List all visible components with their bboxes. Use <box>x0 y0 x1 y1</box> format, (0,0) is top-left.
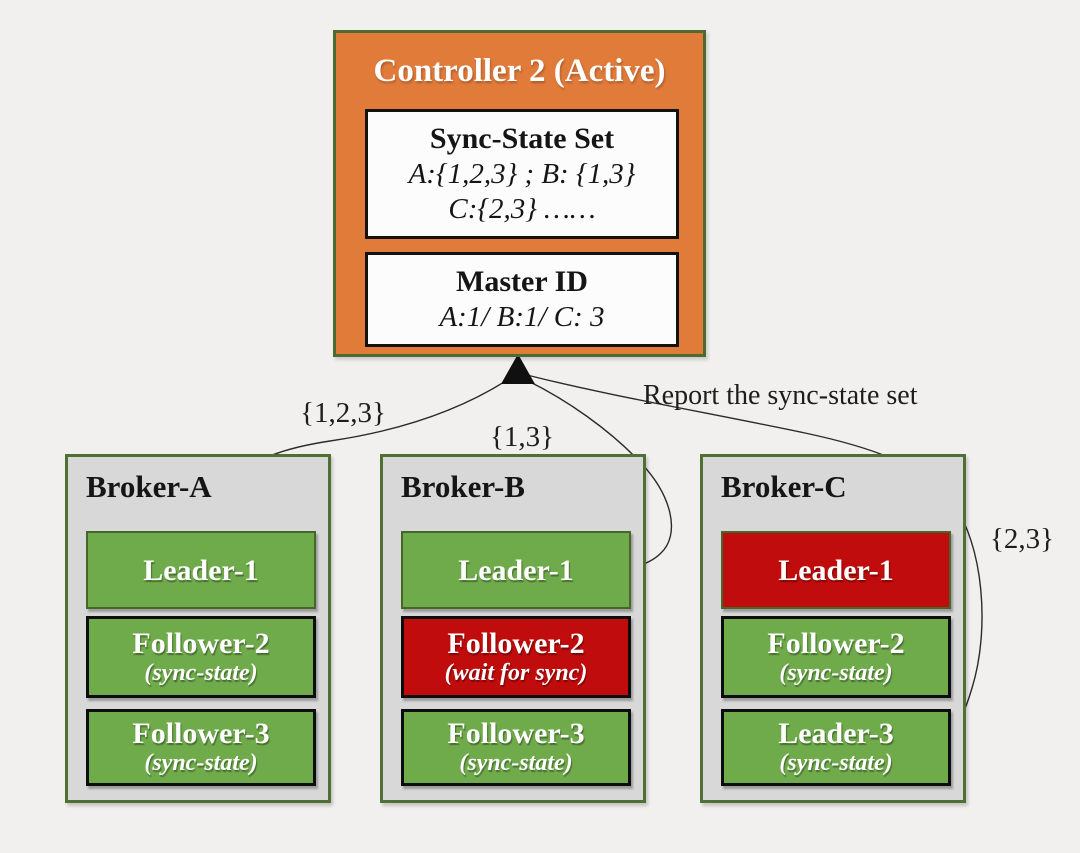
sync-state-set-box: Sync-State Set A:{1,2,3} ; B: {1,3} C:{2… <box>365 109 679 239</box>
partition-sublabel: (sync-state) <box>459 750 573 777</box>
broker-a-partition-follower-2: Follower-2 (sync-state) <box>86 616 316 698</box>
broker-b-partition-leader-1: Leader-1 <box>401 531 631 609</box>
sync-set-label-broker-b: {1,3} <box>489 421 555 453</box>
sync-state-line-2: C:{2,3} …… <box>448 193 596 225</box>
controller-title: Controller 2 (Active) <box>373 53 666 89</box>
sync-state-set-title: Sync-State Set <box>429 122 615 156</box>
master-id-title: Master ID <box>456 265 588 299</box>
partition-label: Leader-1 <box>458 553 574 587</box>
partition-label: Leader-1 <box>778 553 894 587</box>
master-id-box: Master ID A:1/ B:1/ C: 3 <box>365 252 679 347</box>
partition-label: Leader-1 <box>143 553 259 587</box>
broker-c-box: Broker-C Leader-1 Follower-2 (sync-state… <box>700 454 966 803</box>
partition-sublabel: (sync-state) <box>779 750 893 777</box>
partition-label: Follower-3 <box>447 717 585 751</box>
partition-label: Follower-2 <box>132 626 270 660</box>
sync-set-label-broker-a: {1,2,3} <box>300 397 386 429</box>
report-sync-state-caption: Report the sync-state set <box>643 380 918 411</box>
broker-a-partition-leader-1: Leader-1 <box>86 531 316 609</box>
broker-b-box: Broker-B Leader-1 Follower-2 (wait for s… <box>380 454 646 803</box>
broker-a-box: Broker-A Leader-1 Follower-2 (sync-state… <box>65 454 331 803</box>
broker-c-partition-follower-2: Follower-2 (sync-state) <box>721 616 951 698</box>
partition-sublabel: (wait for sync) <box>444 659 588 686</box>
partition-sublabel: (sync-state) <box>779 659 893 686</box>
broker-b-partition-follower-3: Follower-3 (sync-state) <box>401 709 631 786</box>
broker-c-partition-leader-3: Leader-3 (sync-state) <box>721 709 951 786</box>
broker-a-title: Broker-A <box>86 469 212 504</box>
broker-c-title: Broker-C <box>721 469 847 504</box>
arrowhead-icon <box>501 354 535 384</box>
partition-label: Follower-2 <box>767 626 905 660</box>
partition-label: Follower-2 <box>447 626 585 660</box>
broker-b-partition-follower-2: Follower-2 (wait for sync) <box>401 616 631 698</box>
sync-set-label-broker-c: {2,3} <box>989 523 1055 555</box>
broker-a-partition-follower-3: Follower-3 (sync-state) <box>86 709 316 786</box>
partition-sublabel: (sync-state) <box>144 659 258 686</box>
controller-box: Controller 2 (Active) Sync-State Set A:{… <box>333 30 706 357</box>
sync-state-line-1: A:{1,2,3} ; B: {1,3} <box>408 158 636 191</box>
master-id-line-1: A:1/ B:1/ C: 3 <box>439 301 605 334</box>
partition-label: Leader-3 <box>778 717 894 751</box>
broker-b-title: Broker-B <box>401 469 525 504</box>
partition-label: Follower-3 <box>132 717 270 751</box>
partition-sublabel: (sync-state) <box>144 750 258 777</box>
broker-c-partition-leader-1: Leader-1 <box>721 531 951 609</box>
